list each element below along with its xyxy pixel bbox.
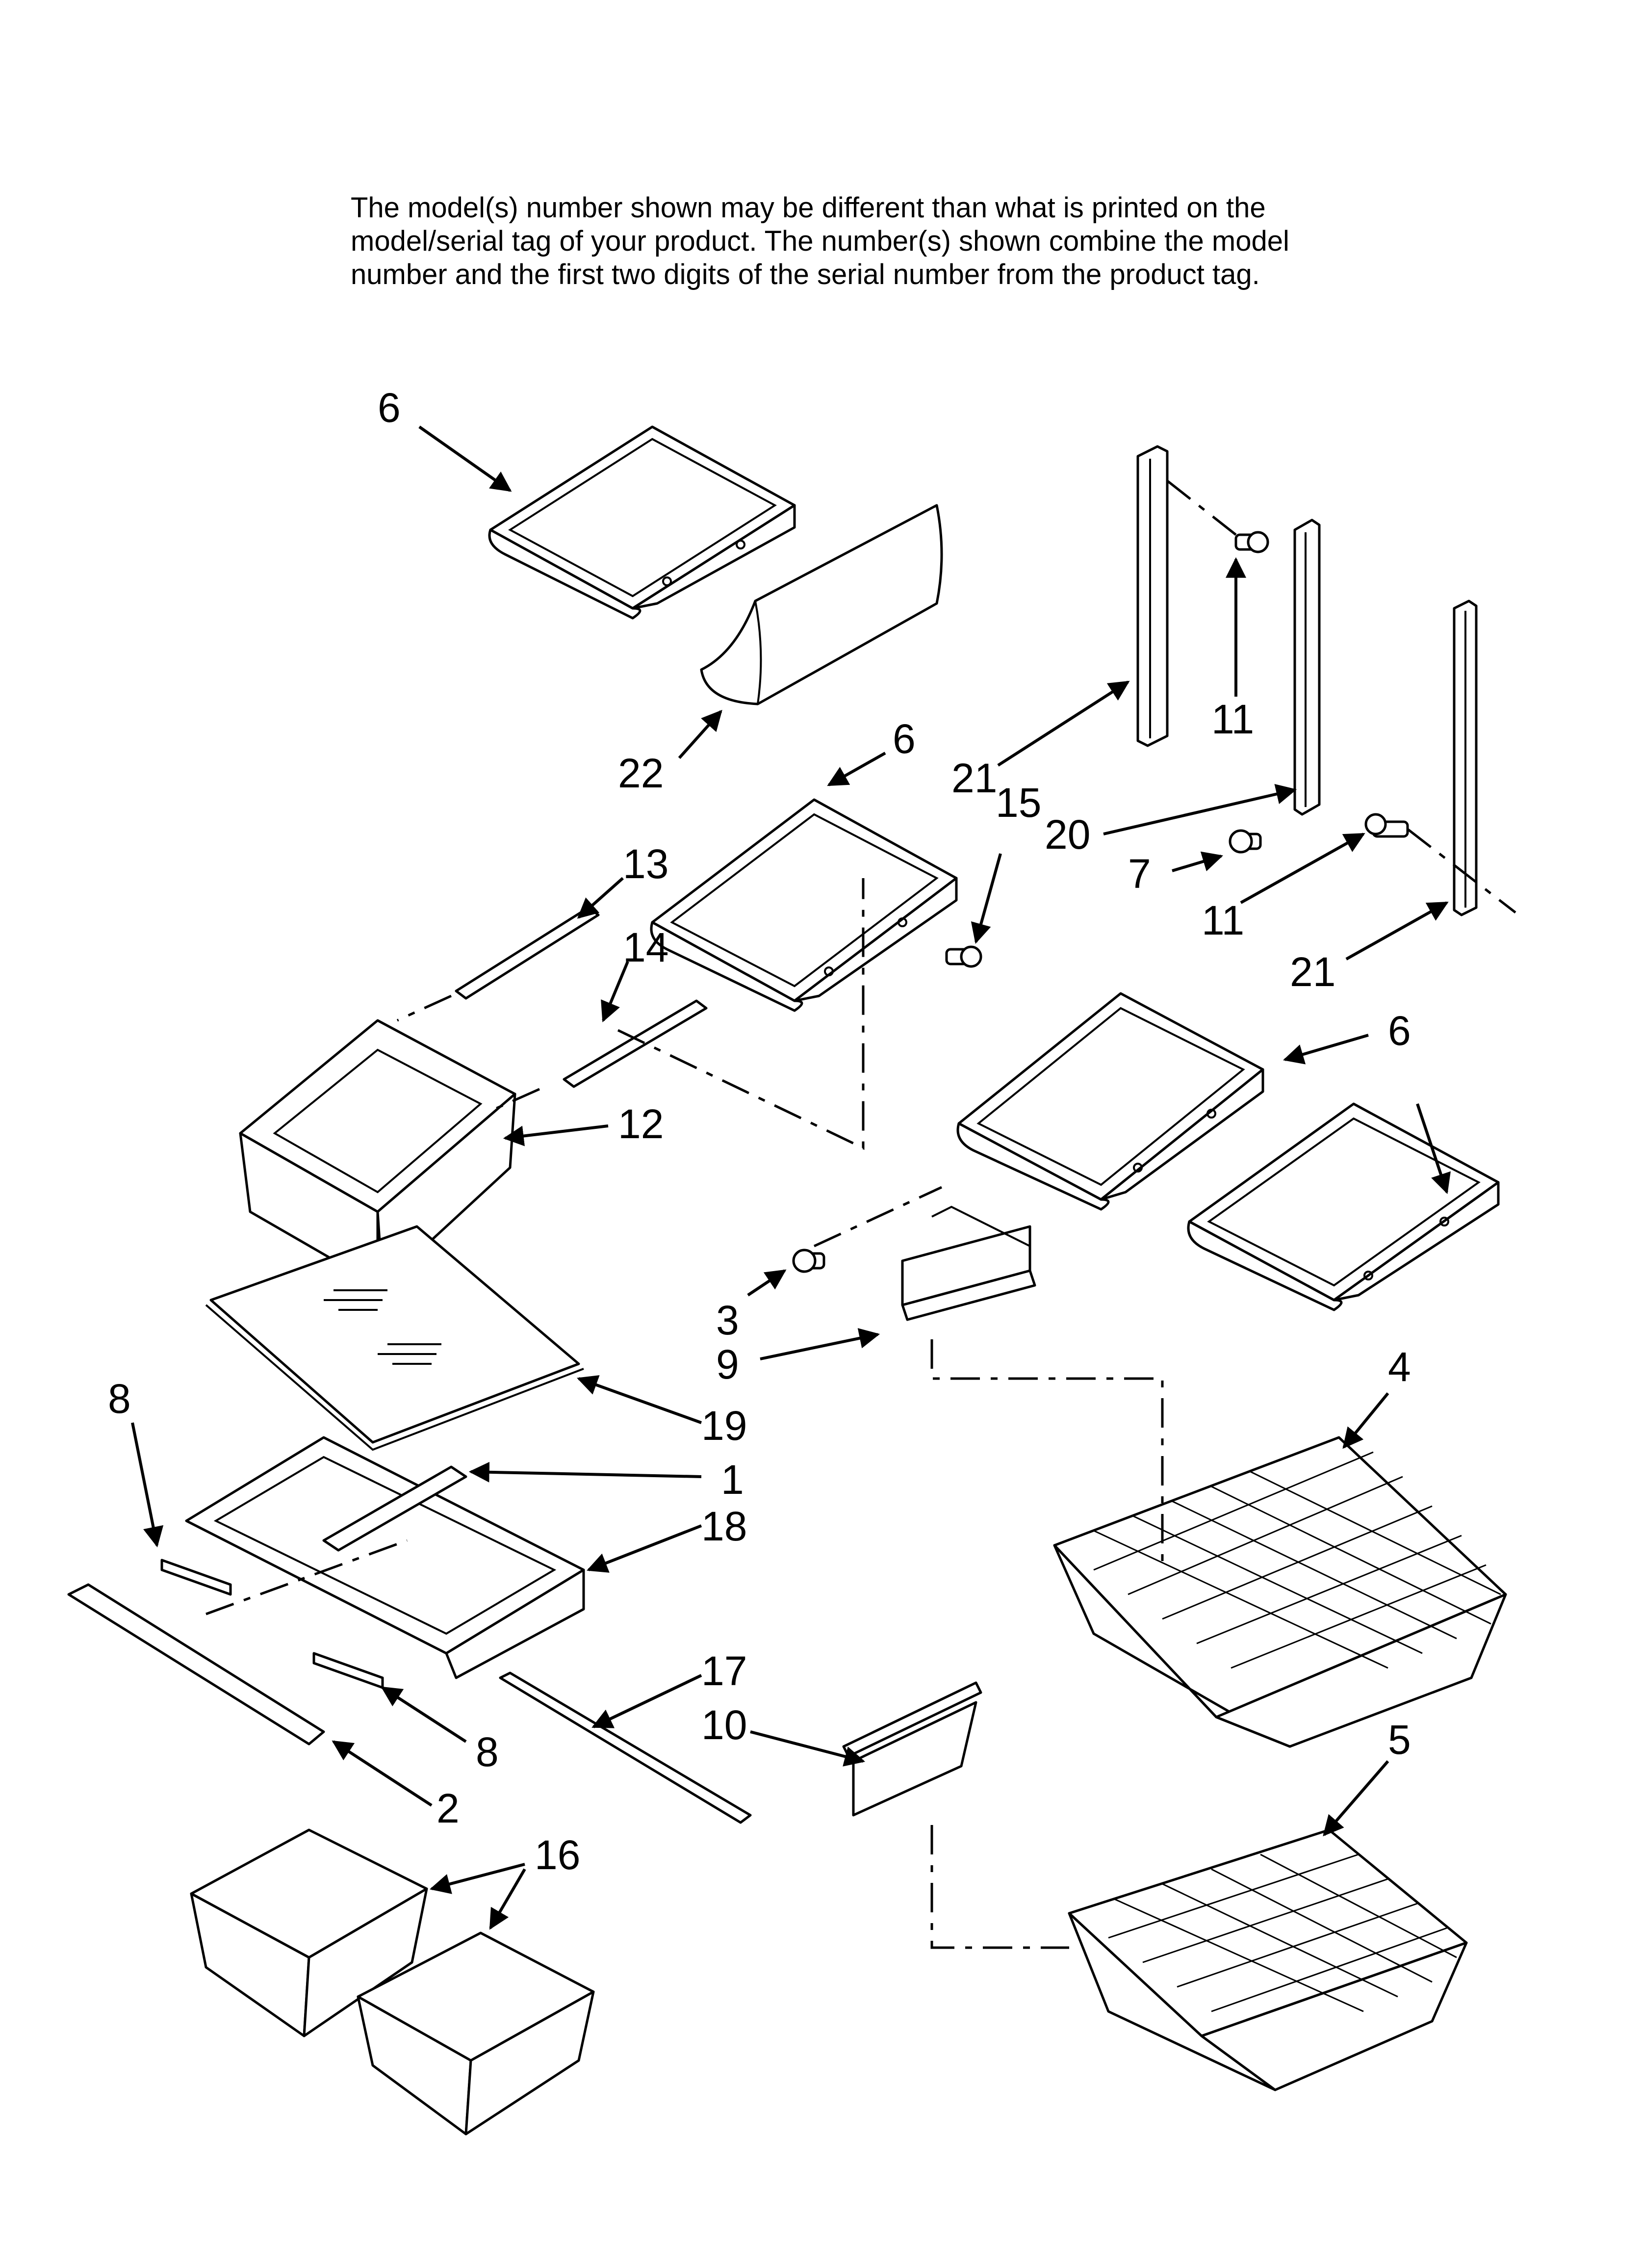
screw-15	[945, 945, 982, 968]
slide-14	[563, 999, 708, 1088]
callout-13: 13	[623, 841, 668, 887]
assembly-line-a	[617, 878, 865, 1150]
note-line-1: The model(s) number shown may be differe…	[351, 192, 1266, 224]
callout-15: 15	[996, 780, 1041, 826]
slide-1	[322, 1465, 467, 1552]
callout-22: 22	[618, 750, 664, 796]
clip-8-lower	[312, 1652, 384, 1689]
bin-16-right	[357, 1931, 595, 2136]
wire-basket-5	[1068, 1828, 1468, 2091]
assembly-line-i	[205, 1539, 408, 1616]
shelf-right-upper	[956, 992, 1264, 1211]
cover-panel	[700, 504, 943, 705]
assembly-line-b	[396, 994, 452, 1022]
shelf-right-lower	[1187, 1102, 1500, 1311]
callout-9: 9	[716, 1341, 739, 1387]
assembly-line-f	[930, 1825, 1069, 1949]
callout-10: 10	[701, 1702, 747, 1748]
callout-2: 2	[436, 1785, 460, 1831]
callout-20: 20	[1045, 811, 1090, 858]
callout-17: 17	[701, 1648, 747, 1694]
bracket-9	[901, 1205, 1036, 1321]
bin-16-left	[190, 1828, 428, 2037]
callout-3: 3	[716, 1297, 739, 1343]
assembly-line-e	[930, 1339, 1164, 1570]
shelf-middle	[650, 798, 958, 1012]
assembly-line-h	[1407, 828, 1516, 913]
callout-5: 5	[1388, 1717, 1411, 1763]
callout-6: 6	[893, 716, 916, 762]
callout-7: 7	[1128, 851, 1151, 897]
callout-11: 11	[1211, 696, 1254, 742]
assembly-line-g	[1166, 480, 1237, 536]
rail-left	[1136, 445, 1169, 747]
callout-21: 21	[1290, 949, 1335, 995]
screw-11-bottom	[1364, 813, 1409, 838]
assembly-line-c	[494, 1088, 540, 1110]
screw-7	[1229, 829, 1262, 854]
glass-shelf-19	[205, 1225, 584, 1451]
assembly-line-d	[813, 1186, 943, 1248]
screw-3	[792, 1249, 825, 1273]
callout-labels: 6 22 6 21 15 11 20 7 11 21 13 14 12 6 3 …	[108, 385, 1411, 1878]
rail-middle	[1293, 519, 1321, 816]
callout-8: 8	[108, 1376, 131, 1422]
wire-basket-4	[1053, 1436, 1507, 1748]
callout-1: 1	[721, 1457, 744, 1503]
model-number-note: The model(s) number shown may be differe…	[351, 191, 1381, 291]
drawer-frame-18	[185, 1436, 585, 1679]
note-line-3: number and the first two digits of the s…	[351, 259, 1260, 290]
trim-2	[67, 1583, 325, 1746]
screw-11-top	[1234, 531, 1269, 553]
callout-4: 4	[1388, 1344, 1411, 1390]
callout-6: 6	[1388, 1008, 1411, 1054]
clip-8-upper	[160, 1559, 232, 1596]
note-line-2: model/serial tag of your product. The nu…	[351, 225, 1289, 257]
callout-8: 8	[476, 1729, 499, 1775]
callout-16: 16	[535, 1832, 580, 1878]
callout-6: 6	[378, 385, 401, 431]
shelf-top	[488, 425, 796, 620]
rail-right	[1453, 600, 1478, 916]
bracket-10	[842, 1681, 982, 1817]
slide-13	[455, 906, 600, 1000]
callout-11: 11	[1202, 897, 1244, 943]
rod-17	[499, 1671, 752, 1824]
callout-21: 21	[951, 755, 997, 801]
callout-12: 12	[618, 1101, 664, 1147]
callout-18: 18	[701, 1503, 747, 1549]
callout-19: 19	[701, 1403, 747, 1449]
leader-lines	[131, 425, 1451, 1930]
callout-14: 14	[623, 924, 668, 970]
